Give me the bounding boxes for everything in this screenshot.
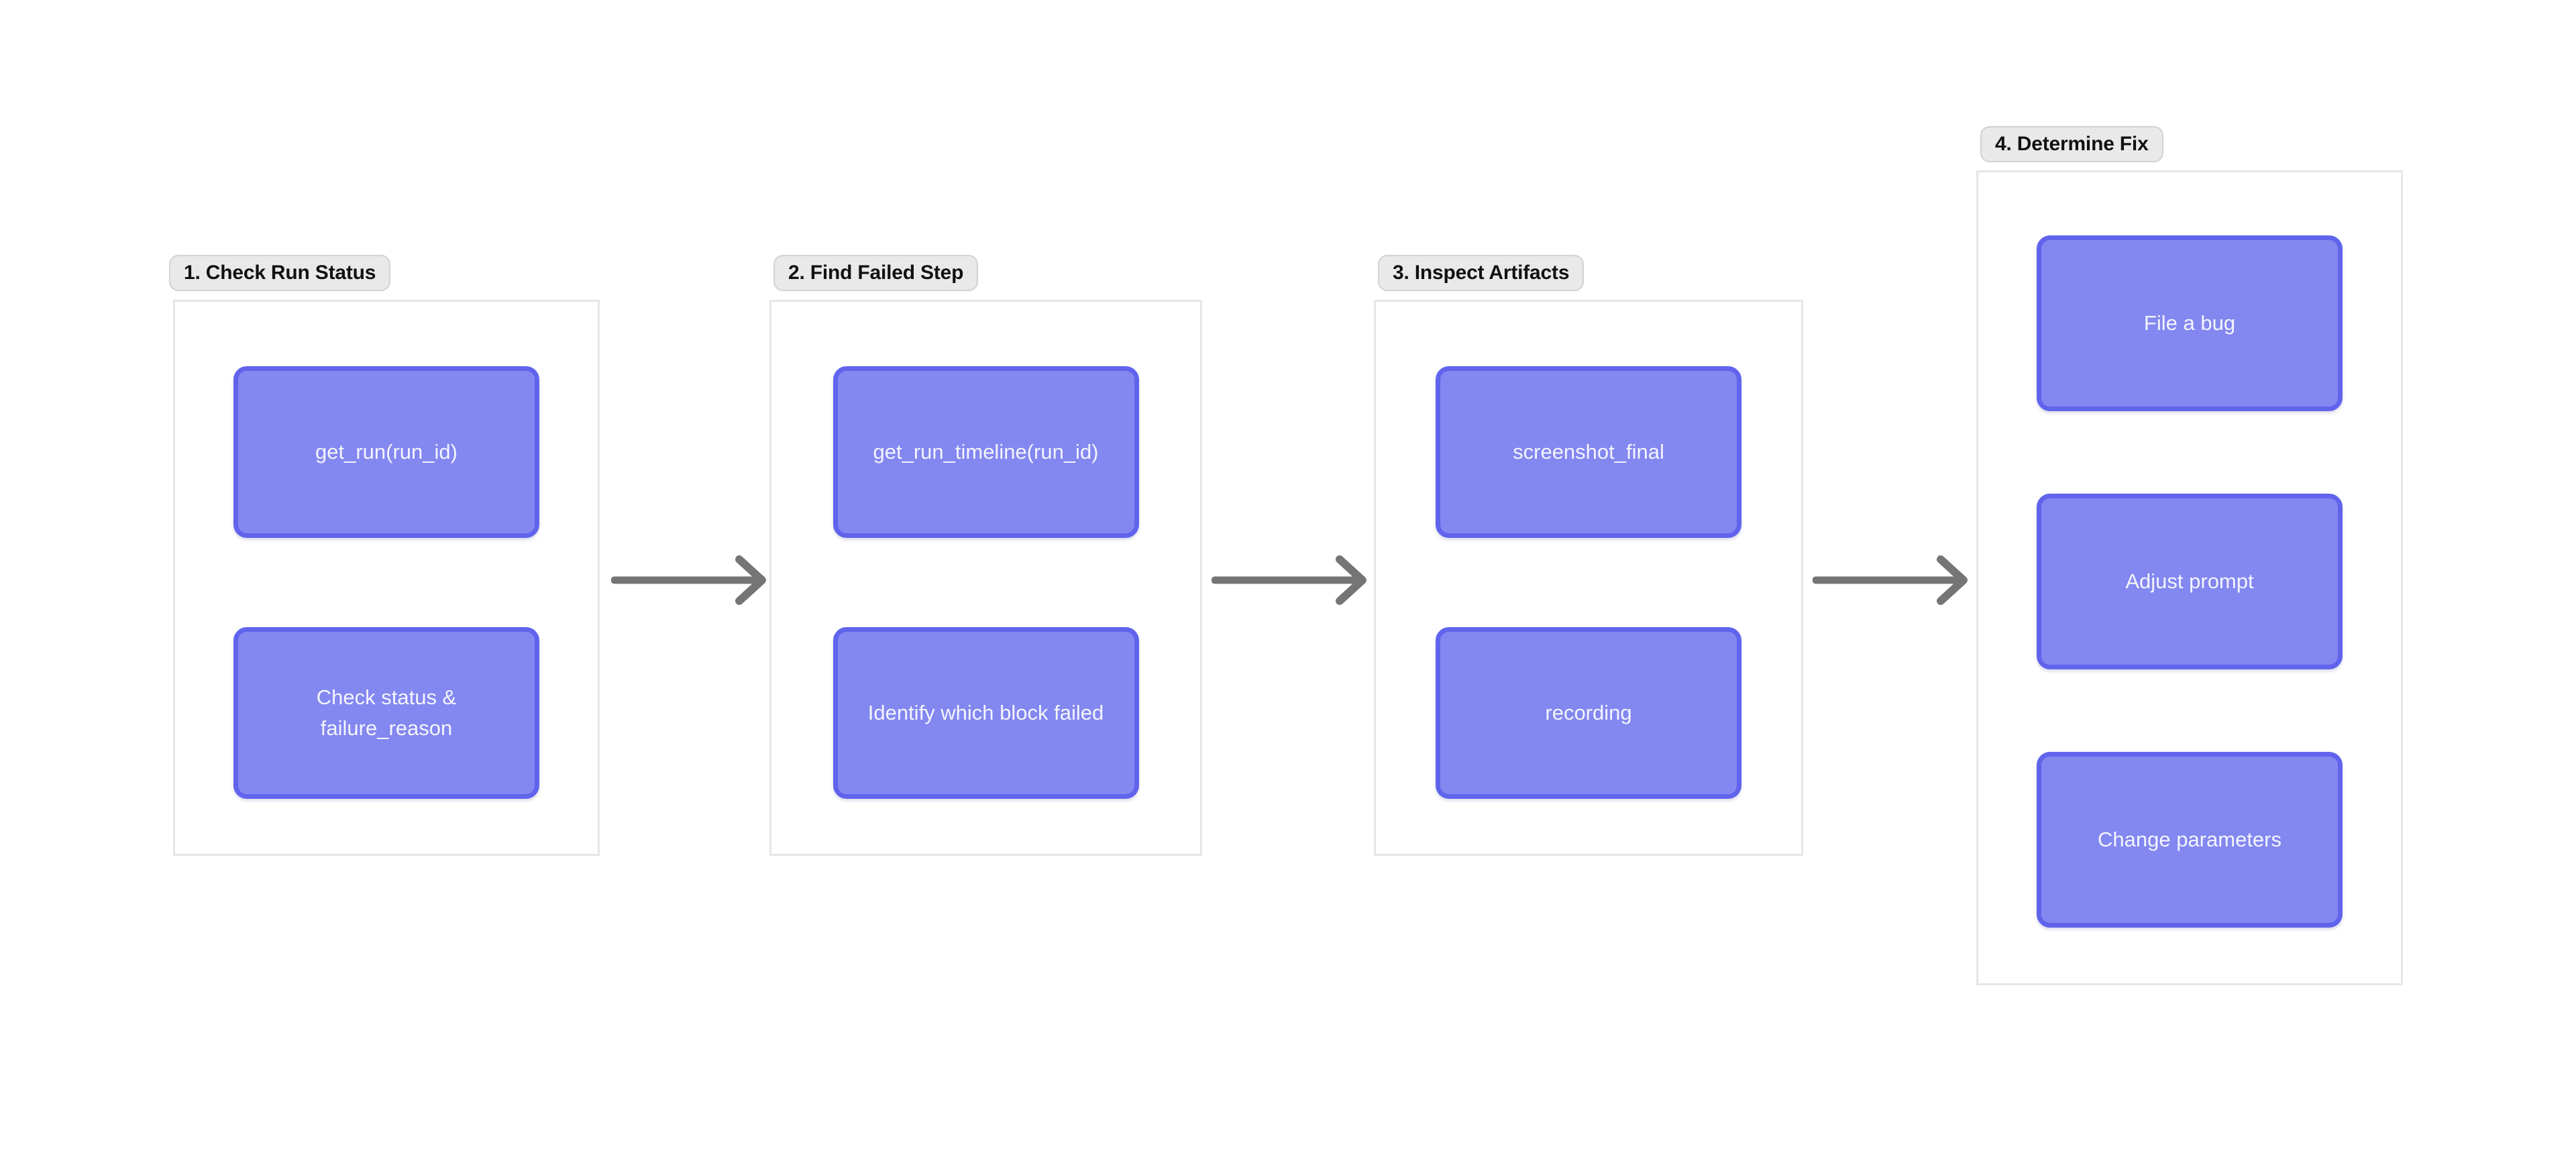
node-file-a-bug: File a bug	[2037, 235, 2343, 411]
arrow-right-icon	[611, 555, 766, 605]
group-label-inspect-artifacts: 3. Inspect Artifacts	[1378, 255, 1585, 291]
node-recording: recording	[1436, 627, 1741, 799]
arrow-right-icon	[1212, 555, 1366, 605]
flow-arrow-3-to-4	[1813, 547, 1968, 614]
arrow-right-icon	[1813, 555, 1968, 605]
group-label-determine-fix: 4. Determine Fix	[1980, 126, 2163, 162]
group-frame-determine-fix: File a bug Adjust prompt Change paramete…	[1976, 170, 2403, 985]
node-get-run-timeline: get_run_timeline(run_id)	[833, 366, 1139, 538]
node-check-status-failure-reason: Check status & failure_reason	[233, 627, 539, 799]
flow-arrow-2-to-3	[1212, 547, 1367, 614]
node-adjust-prompt: Adjust prompt	[2037, 494, 2343, 669]
flow-arrow-1-to-2	[611, 547, 767, 614]
node-get-run: get_run(run_id)	[233, 366, 539, 538]
group-frame-check-run-status: get_run(run_id) Check status & failure_r…	[173, 300, 600, 856]
group-label-find-failed-step: 2. Find Failed Step	[773, 255, 979, 291]
group-frame-inspect-artifacts: screenshot_final recording	[1374, 300, 1803, 856]
node-change-parameters: Change parameters	[2037, 752, 2343, 928]
node-screenshot-final: screenshot_final	[1436, 366, 1741, 538]
group-frame-find-failed-step: get_run_timeline(run_id) Identify which …	[769, 300, 1202, 856]
node-identify-failed-block: Identify which block failed	[833, 627, 1139, 799]
group-label-check-run-status: 1. Check Run Status	[169, 255, 391, 291]
